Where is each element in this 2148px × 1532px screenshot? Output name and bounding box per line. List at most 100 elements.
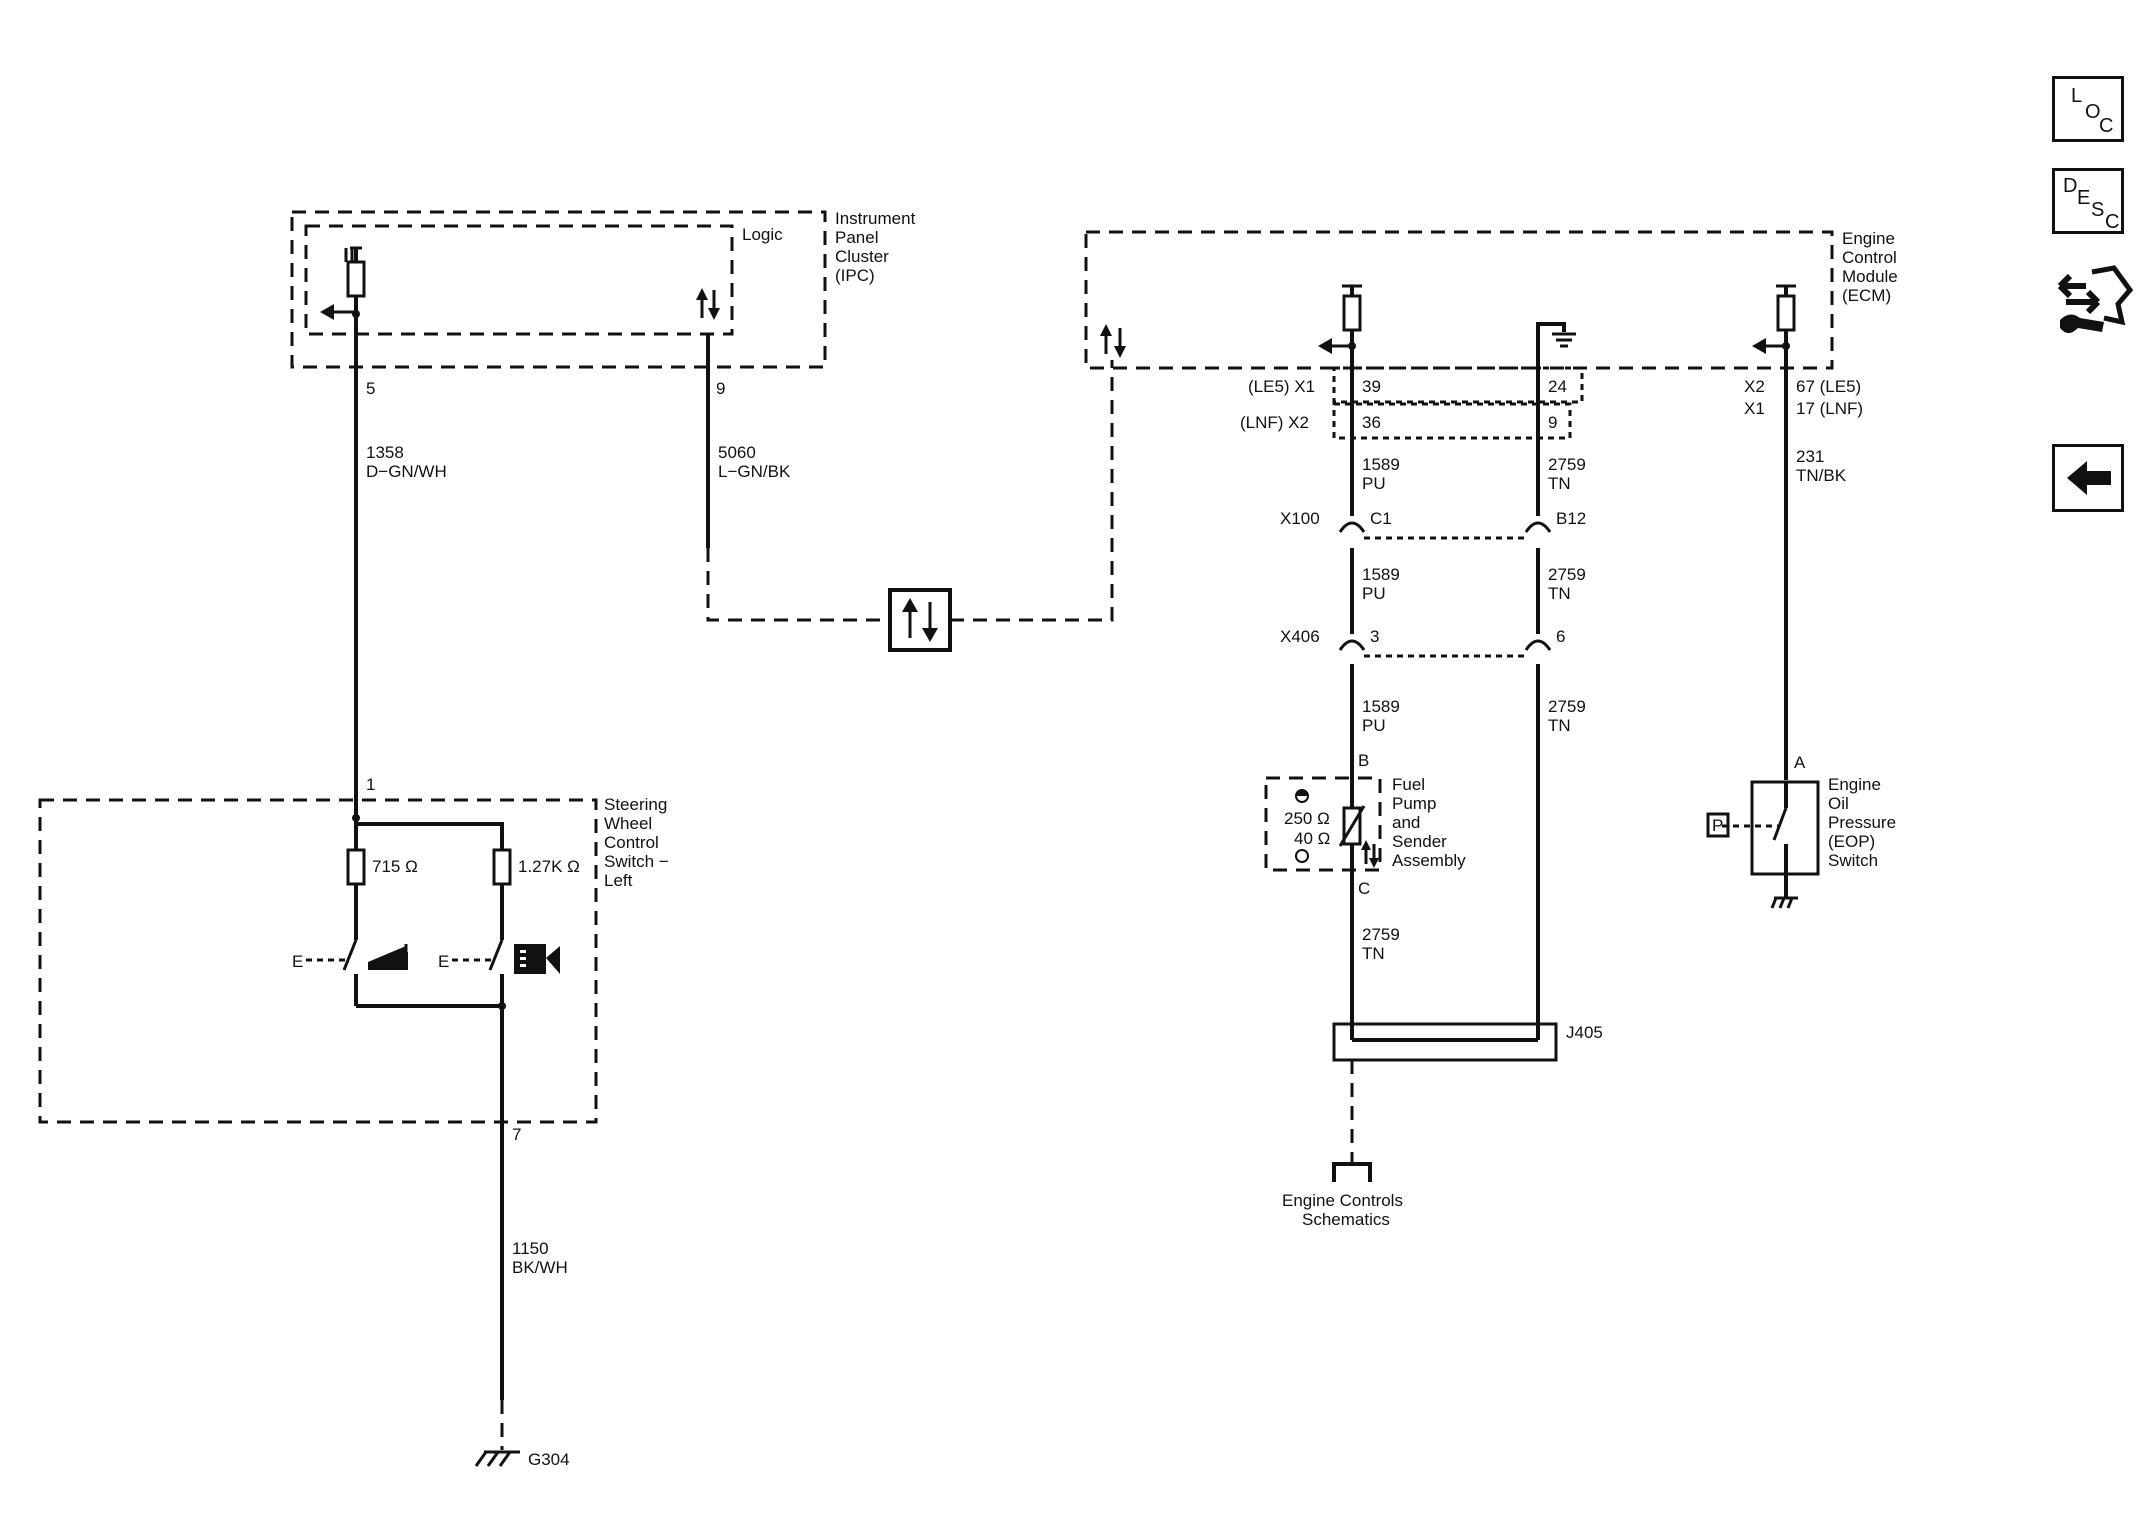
engine-controls-line2: Schematics xyxy=(1302,1210,1390,1229)
fuel-pump-name-4: Sender xyxy=(1392,832,1447,851)
wire-2759-color-3: TN xyxy=(1548,716,1571,735)
wire-1150-color: BK/WH xyxy=(512,1258,568,1277)
phone-icon xyxy=(514,944,560,974)
swc-e1: E xyxy=(292,952,303,971)
wire-1589-color-2: PU xyxy=(1362,584,1386,603)
wire-1358-circuit: 1358 xyxy=(366,443,404,462)
steering-wheel-control-switch: 1 Steering Wheel Control Switch − Left 7… xyxy=(38,775,669,1124)
ipc-logic-label: Logic xyxy=(742,225,783,244)
fuel-pump-name-2: Pump xyxy=(1392,794,1436,813)
desc-button[interactable]: D E S C xyxy=(2052,168,2124,234)
ecm-name-2: Control xyxy=(1842,248,1897,267)
fuel-pump-r-high: 250 Ω xyxy=(1284,809,1330,828)
wire-1589-color-3: PU xyxy=(1362,716,1386,735)
ecm-pin-9: 9 xyxy=(1548,413,1557,432)
eop-name-5: Switch xyxy=(1828,851,1878,870)
ecm-x1: X1 xyxy=(1744,399,1765,418)
ipc-name-2: Panel xyxy=(835,228,878,247)
ecm-module: Engine Control Module (ECM) xyxy=(1084,229,1898,380)
swc-pin-1: 1 xyxy=(366,775,375,794)
loc-letter-l: L xyxy=(2071,85,2083,107)
ecm-pin-36: 36 xyxy=(1362,413,1381,432)
desc-letter-s: S xyxy=(2091,199,2105,221)
wire-2759-circuit-2: 2759 xyxy=(1548,565,1586,584)
ecm-lnf-x2: (LNF) X2 xyxy=(1240,413,1309,432)
ecm-x2: X2 xyxy=(1744,377,1765,396)
ecm-name-1: Engine xyxy=(1842,229,1895,248)
back-button[interactable] xyxy=(2052,444,2124,512)
fuel-pump-sender: B C 250 Ω 40 Ω Fuel Pump and Sender Asse… xyxy=(1264,751,1466,1040)
fuel-pump-pin-b: B xyxy=(1358,751,1369,770)
connector-x406: X406 3 6 xyxy=(1280,627,1565,658)
connector-x100: X100 C1 B12 xyxy=(1280,509,1586,540)
wire-2759-circuit-3: 2759 xyxy=(1548,697,1586,716)
engine-controls-link[interactable]: Engine Controls Schematics xyxy=(1282,1162,1403,1229)
swc-name-2: Wheel xyxy=(604,814,652,833)
fuel-pump-name-1: Fuel xyxy=(1392,775,1425,794)
diagnostic-flow-icon[interactable] xyxy=(2052,262,2134,348)
wire-5060-color: L−GN/BK xyxy=(718,462,791,481)
swc-name-3: Control xyxy=(604,833,659,852)
loc-letter-o: O xyxy=(2085,101,2101,123)
fuel-pump-pin-c: C xyxy=(1358,879,1370,898)
j405-label: J405 xyxy=(1566,1023,1603,1042)
fuel-level-full-icon xyxy=(1295,789,1309,803)
x100-pin-c1: C1 xyxy=(1370,509,1392,528)
swc-name-5: Left xyxy=(604,871,633,890)
wire-2759-circuit-1: 2759 xyxy=(1548,455,1586,474)
ipc-name-1: Instrument xyxy=(835,209,916,228)
ecm-name-4: (ECM) xyxy=(1842,286,1891,305)
swc-r2: 1.27K Ω xyxy=(518,857,580,876)
fuel-pump-r-low: 40 Ω xyxy=(1294,829,1330,848)
wire-5060-circuit: 5060 xyxy=(718,443,756,462)
swc-name-1: Steering xyxy=(604,795,667,814)
ecm-pin-24: 24 xyxy=(1548,377,1567,396)
ipc-name-4: (IPC) xyxy=(835,266,875,285)
ecm-pin-39: 39 xyxy=(1362,377,1381,396)
wire-1150-circuit: 1150 xyxy=(512,1239,549,1258)
eop-pin-a: A xyxy=(1794,753,1806,772)
ipc-pin-9: 9 xyxy=(716,379,725,398)
fuel-level-empty-icon xyxy=(1295,849,1309,863)
ecm-pin-67: 67 (LE5) xyxy=(1796,377,1861,396)
eop-name-2: Oil xyxy=(1828,794,1849,813)
ground-g304: G304 xyxy=(474,1450,570,1469)
wire-2759-circuit-4: 2759 xyxy=(1362,925,1400,944)
splice-j405: J405 xyxy=(1332,1022,1603,1062)
wire-1589-circuit-2: 1589 xyxy=(1362,565,1400,584)
x406-label: X406 xyxy=(1280,627,1320,646)
swc-pin-7: 7 xyxy=(512,1125,521,1144)
swc-e2: E xyxy=(438,952,449,971)
x100-label: X100 xyxy=(1280,509,1320,528)
eop-p-label: P xyxy=(1712,816,1723,835)
ecm-data-arrows-icon xyxy=(1100,324,1126,358)
eop-switch: A P Engine Oil Pressure (EOP) Switch xyxy=(1706,753,1896,909)
g304-label: G304 xyxy=(528,1450,570,1469)
swc-name-4: Switch − xyxy=(604,852,669,871)
wire-1589-color-1: PU xyxy=(1362,474,1386,493)
engine-controls-line1: Engine Controls xyxy=(1282,1191,1403,1210)
wire-2759-color-2: TN xyxy=(1548,584,1571,603)
desc-letter-e: E xyxy=(2077,187,2091,209)
ecm-pin-17: 17 (LNF) xyxy=(1796,399,1863,418)
eop-name-3: Pressure xyxy=(1828,813,1896,832)
left-arrow-icon xyxy=(2067,461,2111,495)
ipc-pin-5: 5 xyxy=(366,379,375,398)
eop-name-1: Engine xyxy=(1828,775,1881,794)
voice-recognition-icon xyxy=(368,944,408,970)
x406-pin-3: 3 xyxy=(1370,627,1379,646)
swc-r1: 715 Ω xyxy=(372,857,418,876)
wire-2759-color-4: TN xyxy=(1362,944,1385,963)
wire-231-color: TN/BK xyxy=(1796,466,1847,485)
desc-letter-d: D xyxy=(2063,175,2078,197)
wire-1589-circuit-3: 1589 xyxy=(1362,697,1400,716)
loc-button[interactable]: L O C xyxy=(2052,76,2124,142)
wire-1358-color: D−GN/WH xyxy=(366,462,447,481)
wire-2759-color-1: TN xyxy=(1548,474,1571,493)
ecm-name-3: Module xyxy=(1842,267,1898,286)
ipc-name-3: Cluster xyxy=(835,247,889,266)
fuel-sender-arrows-icon xyxy=(1361,840,1379,868)
ipc-data-arrows-icon xyxy=(696,288,720,320)
wire-231-circuit: 231 xyxy=(1796,447,1824,466)
